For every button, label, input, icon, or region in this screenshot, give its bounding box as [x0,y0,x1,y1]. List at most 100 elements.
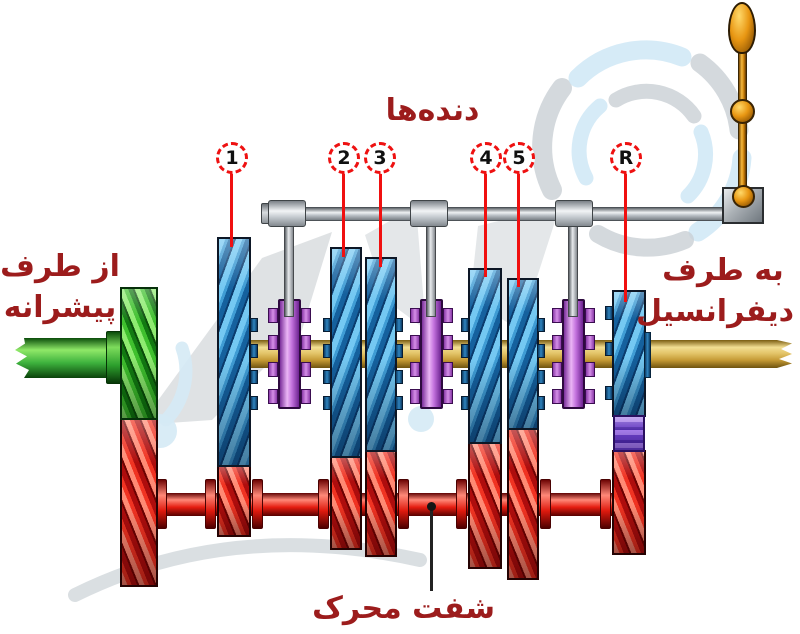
dog-teeth [605,342,613,356]
synchro-tooth [301,308,311,323]
marker-leader-2 [342,172,345,257]
synchro-tooth [552,335,562,350]
shift-fork-2 [426,221,436,317]
dog-teeth [395,318,403,332]
diagram-title: دنده‌ها [385,93,480,128]
dog-teeth [461,370,469,384]
gear-3 [365,257,397,452]
marker-leader-3 [379,172,382,267]
synchro-tooth [268,308,278,323]
input-shaft [15,338,124,378]
gear-marker-4-label: 4 [479,147,493,169]
gear-marker-3-label: 3 [373,147,387,169]
dog-teeth [461,344,469,358]
synchro-tooth [410,389,420,404]
lever-pivot-ball [730,99,755,124]
synchro-tooth [443,335,453,350]
synchro-tooth [268,335,278,350]
counter-gear-4 [468,442,502,569]
counter-gear-2 [330,456,362,550]
synchro-tooth [410,308,420,323]
dog-teeth [605,386,613,400]
countershaft-flange [456,479,467,529]
synchro-tooth [552,389,562,404]
synchro-tooth [410,335,420,350]
shift-rail [262,207,724,221]
countershaft-flange [205,479,216,529]
gear-marker-3: 3 [364,142,396,174]
dog-teeth [395,396,403,410]
label-output-line2: دیفرانسیل [635,294,794,329]
dog-teeth [537,396,545,410]
gear-reverse-hub [644,332,651,378]
gear-marker-r: R [610,142,642,174]
dog-teeth [395,370,403,384]
countershaft-flange [540,479,551,529]
synchro-tooth [552,308,562,323]
counter-gear-input [120,418,158,587]
synchro-tooth [268,389,278,404]
synchro-tooth [410,362,420,377]
rail-collar-3 [555,200,593,227]
gear-reverse [612,290,646,417]
dog-teeth [250,370,258,384]
label-input-side: از طرف پیشرانه [0,246,120,328]
synchro-tooth [443,362,453,377]
rail-collar-1 [268,200,306,227]
label-output-side: به طرف دیفرانسیل [636,250,794,332]
countershaft-flange [398,479,409,529]
label-input-line1: از طرف [0,249,120,284]
synchro-tooth [443,389,453,404]
dog-teeth [250,344,258,358]
gear-marker-5: 5 [503,142,535,174]
marker-leader-4 [484,172,487,277]
gear-5 [507,278,539,430]
counter-gear-3 [365,450,397,557]
gear-1 [217,237,251,467]
gear-marker-2-label: 2 [337,147,351,169]
gear-2 [330,247,362,458]
rail-collar-2 [410,200,448,227]
counter-gear-1 [217,465,251,537]
label-driveshaft: شفت محرک [312,591,495,626]
gear-marker-r-label: R [618,147,634,169]
synchro-tooth [585,308,595,323]
gear-marker-2: 2 [328,142,360,174]
label-output-line1: به طرف [662,253,784,288]
gear-marker-1-label: 1 [225,147,239,169]
driveshaft-leader-dot [427,502,436,511]
marker-leader-1 [230,172,233,247]
gear-marker-5-label: 5 [512,147,526,169]
dog-teeth [323,344,331,358]
synchro-tooth [585,335,595,350]
dog-teeth [537,318,545,332]
shift-fork-1 [284,221,294,317]
counter-gear-reverse [612,450,646,555]
dog-teeth [323,396,331,410]
counter-gear-5 [507,428,539,580]
gearshift-knob [728,2,756,54]
synchro-tooth [301,389,311,404]
synchro-tooth [585,389,595,404]
synchro-tooth [268,362,278,377]
label-input-line2: پیشرانه [3,290,117,325]
synchro-tooth [552,362,562,377]
synchro-tooth [443,308,453,323]
dog-teeth [537,370,545,384]
lever-base-ball [732,185,755,208]
dog-teeth [461,396,469,410]
gear-marker-1: 1 [216,142,248,174]
input-gear-green [120,287,158,420]
dog-teeth [323,370,331,384]
synchro-tooth [301,362,311,377]
dog-teeth [605,306,613,320]
countershaft-flange [318,479,329,529]
marker-leader-r [624,172,627,302]
marker-leader-5 [517,172,520,287]
countershaft-flange [252,479,263,529]
driveshaft-leader-line [430,506,433,591]
synchro-tooth [585,362,595,377]
dog-teeth [250,318,258,332]
reverse-slider-band [613,415,645,452]
